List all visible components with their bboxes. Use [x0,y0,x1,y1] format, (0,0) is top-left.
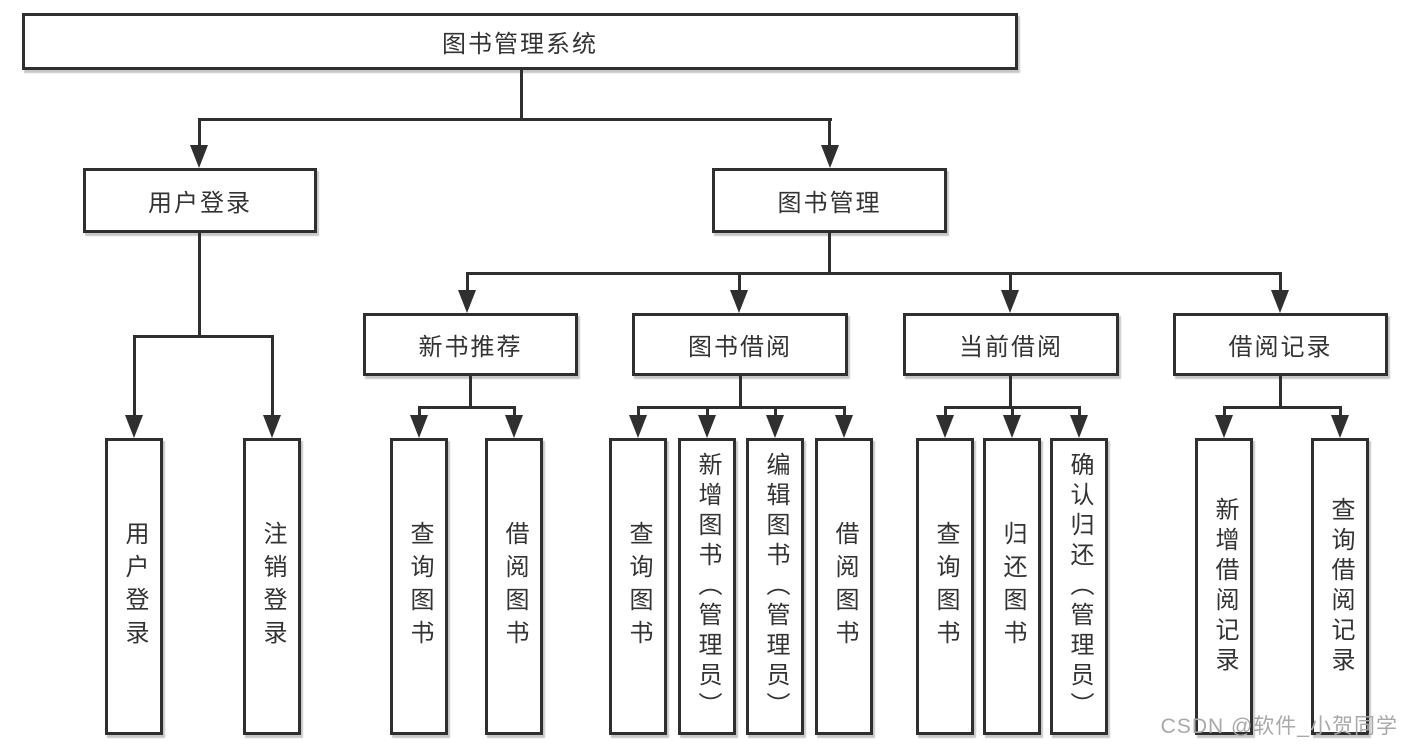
arrow-down-icon [505,415,523,438]
connector-drop-query-books2 [637,406,640,417]
leaf-logout: 注销登录 [243,438,301,735]
connector-root-trunk [520,70,523,118]
connector-current-borrowing-trunk [1009,376,1012,406]
leaf-confirm-return-admin: 确认归还（管理员） [1050,438,1108,735]
connector-drop-current-borrowing [1009,272,1012,292]
connector-drop-query-record [1339,406,1342,417]
arrow-down-icon [410,415,428,438]
connector-drop-add-record [1223,406,1226,417]
connector-drop-user-login [198,118,201,146]
connector-drop-borrow-books2 [843,406,846,417]
connector-book-management-trunk [828,233,831,272]
connector-drop-new-book-recommend [466,272,469,292]
arrow-down-icon [730,290,748,313]
node-book-management: 图书管理 [712,168,947,233]
connector-drop-query-books [418,406,421,417]
leaf-query-books-current: 查询图书 [916,438,974,735]
leaf-add-books-admin: 新增图书（管理员） [678,438,736,735]
node-library-management-system: 图书管理系统 [22,13,1018,70]
connector-drop-leaf-user-login [133,335,136,417]
connector-drop-query-books3 [944,406,947,417]
connector-drop-borrowing-records [1279,272,1282,292]
arrow-down-icon [125,415,143,438]
node-new-book-recommend: 新书推荐 [363,313,578,376]
connector-borrowing-records-bar [1223,406,1341,409]
arrow-down-icon [835,415,853,438]
connector-new-book-bar [418,406,516,409]
leaf-borrow-books-borrowing: 借阅图书 [815,438,873,735]
arrow-down-icon [1001,290,1019,313]
arrow-down-icon [698,415,716,438]
arrow-down-icon [1271,290,1289,313]
node-book-borrowing: 图书借阅 [632,313,848,376]
connector-new-book-trunk [469,376,472,406]
arrow-down-icon [821,145,839,168]
connector-drop-edit-books [774,406,777,417]
arrow-down-icon [936,415,954,438]
connector-drop-borrow-books [513,406,516,417]
arrow-down-icon [263,415,281,438]
connector-borrowing-records-trunk [1279,376,1282,406]
arrow-down-icon [458,290,476,313]
connector-drop-confirm-return [1078,406,1081,417]
node-current-borrowing: 当前借阅 [903,313,1119,376]
arrow-down-icon [629,415,647,438]
arrow-down-icon [766,415,784,438]
leaf-query-books-borrowing: 查询图书 [609,438,667,735]
leaf-edit-books-admin: 编辑图书（管理员） [746,438,804,735]
connector-root-bar [198,118,832,121]
arrow-down-icon [1003,415,1021,438]
leaf-return-books: 归还图书 [983,438,1041,735]
leaf-query-borrow-record: 查询借阅记录 [1311,438,1369,735]
arrow-down-icon [1215,415,1233,438]
csdn-watermark: CSDN @软件_小贺同学 [1160,715,1398,738]
arrow-down-icon [1331,415,1349,438]
leaf-user-login: 用户登录 [105,438,163,735]
connector-drop-book-borrowing [738,272,741,292]
connector-book-management-bar [466,272,1281,275]
arrow-down-icon [1070,415,1088,438]
node-borrowing-records: 借阅记录 [1173,313,1388,376]
arrow-down-icon [190,145,208,168]
connector-user-login-trunk [198,233,201,335]
node-user-login: 用户登录 [83,168,317,233]
connector-drop-return-books [1011,406,1014,417]
connector-user-login-bar [133,335,274,338]
leaf-borrow-books-recommend: 借阅图书 [485,438,543,735]
leaf-query-books-recommend: 查询图书 [390,438,448,735]
connector-book-borrowing-bar [637,406,845,409]
connector-book-borrowing-trunk [739,376,742,406]
connector-drop-add-books [706,406,709,417]
connector-drop-book-management [828,118,831,146]
connector-drop-leaf-logout [271,335,274,417]
leaf-add-borrow-record: 新增借阅记录 [1195,438,1253,735]
